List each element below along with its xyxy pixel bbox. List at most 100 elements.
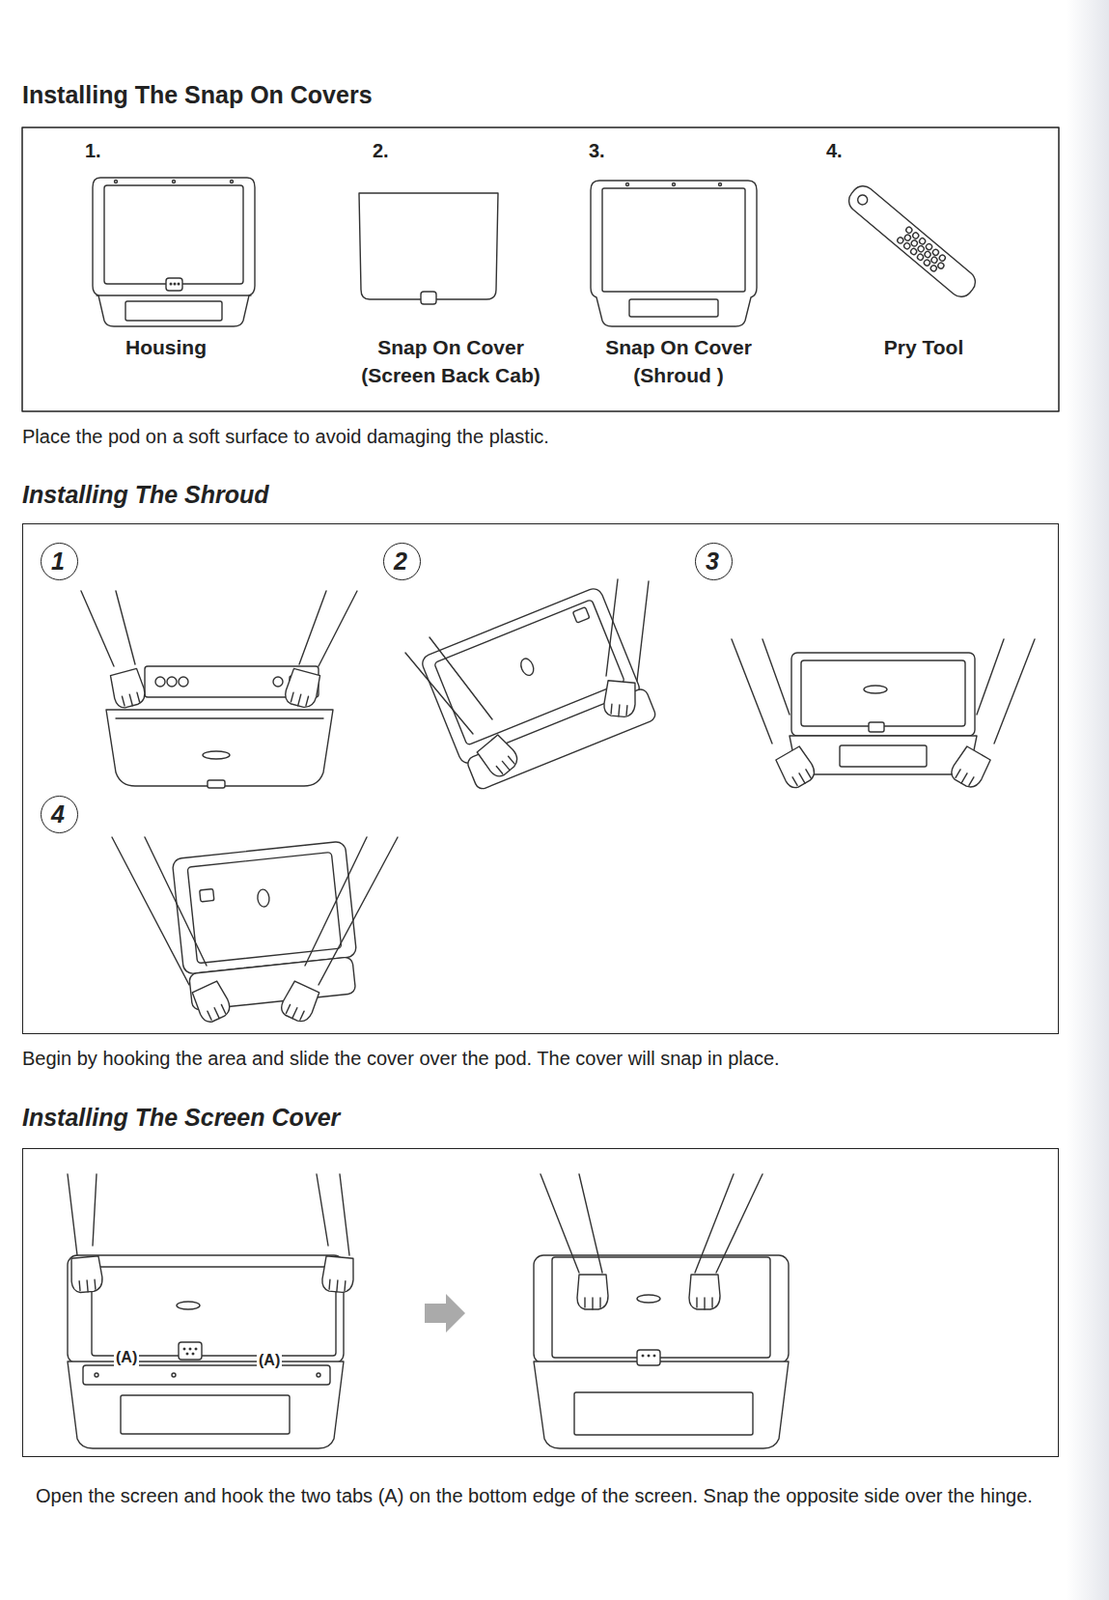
housing-drawing-part [230,180,234,184]
shroud-step-1-part [207,779,225,788]
pry-tool-drawing-part [917,237,926,246]
screen-cover-step-1-part [171,1372,176,1377]
note: Place the pod on a soft surface to avoid… [22,424,550,448]
pry-tool-drawing-part [922,258,931,267]
shroud-step-3-part [839,745,927,767]
housing-drawing-part [169,282,172,285]
callout-label: (A) [256,1350,282,1369]
housing-drawing-part [177,282,180,285]
item-number: 4. [826,138,843,163]
shroud-step-1-part [115,717,324,719]
shroud-step-2-part [419,583,658,793]
shroud-step-3 [731,638,1035,791]
item-number: 2. [372,138,389,163]
screen-cover-step-2-part [689,1274,721,1309]
callout-label: (A) [113,1347,139,1366]
shroud-step-3-part [868,721,885,732]
step-number-text: 3 [705,549,720,574]
shroud-drawing-part [602,188,746,292]
housing-drawing-part [96,294,251,296]
screen-cover-step-2-part [641,1354,644,1357]
shroud-step-4-part-part [187,851,342,963]
pry-tool-drawing-part [924,242,933,250]
section-heading: Installing The Screen Cover [22,1103,340,1132]
shroud-step-4-part [111,836,207,985]
shroud-step-3-part [947,745,993,791]
pry-tool-drawing-part [844,181,981,302]
pry-tool-drawing-part [903,241,912,250]
screen-cover-step-1-part [189,1347,192,1350]
screen-cover-step-1-part [178,1341,202,1359]
instruction-panel: Installing The Shroud1234 [22,523,1059,1034]
pry-tool-drawing-part [912,231,920,240]
shroud-step-4-part-part [171,840,358,974]
shroud-step-4-part [171,840,361,1011]
housing-drawing-part [125,301,222,321]
item-number: 3. [588,138,606,163]
screen-cover-step-1-part [83,1364,331,1385]
screen-cover-step-2-part [694,1173,763,1273]
screen-cover-step-1 [67,1173,356,1448]
screen-cover-step-1-part [69,1255,104,1294]
shroud-step-2-part [475,733,523,780]
screen-cover-step-1-part [91,1266,336,1356]
shroud-step-2-part [606,579,649,681]
screen-back-cab-drawing [359,193,499,305]
shroud-drawing-part [590,180,757,327]
shroud-step-2-part-part [572,607,589,623]
screen-cover-step-2-part [552,1256,771,1358]
pry-tool-drawing-part [929,264,938,273]
shroud-drawing [590,180,757,327]
shroud-step-1 [81,590,358,788]
screen-cover-step-2-part [577,1274,609,1309]
pry-tool-drawing-part [903,233,912,242]
shroud-step-2-part [405,637,493,734]
housing-drawing-part [114,180,118,184]
pry-tool-drawing-part [909,247,917,255]
shroud-step-2-part-part [518,656,536,677]
screen-cover-step-1-part [321,1255,356,1294]
housing-drawing-part [172,180,176,184]
shroud-step-1-part [282,667,322,710]
screen-back-cab-drawing-part [359,193,499,300]
pry-tool-drawing-part [856,193,870,207]
pry-tool-drawing [844,181,981,302]
step-number-text: 4 [51,802,65,827]
pry-tool-drawing-part [916,244,925,252]
section-heading: Installing The Shroud [22,480,270,509]
step-arrow [424,1293,466,1332]
screen-cover-step-1-part [183,1347,186,1350]
panel-frame [22,127,1059,412]
shroud-step-1-part [178,676,189,687]
screen-cover-step-2 [533,1173,789,1448]
part-name: Snap On Cover (Shroud ) [586,332,771,389]
shroud-step-3-part [731,638,790,744]
shroud-drawing-part [672,183,676,187]
housing-drawing-part [92,177,255,327]
housing-drawing-part [173,282,176,285]
screen-cover-step-2-part [647,1354,650,1357]
shroud-step-2-part [603,680,638,719]
part-name: Pry Tool [827,332,1021,361]
step-number: 3 [694,542,733,581]
pry-tool-drawing-part [910,239,918,248]
shroud-step-4-part-part [256,888,271,908]
screen-cover-step-1-part [67,1360,344,1448]
shroud-step-1-part [155,676,166,687]
shroud-step-4-part [190,979,233,1025]
shroud-step-3-part [801,660,966,726]
item-number: 1. [84,138,102,163]
housing-drawing [92,177,255,327]
note: Open the screen and hook the two tabs (A… [35,1481,1040,1510]
pry-tool-drawing-part [915,252,924,261]
shroud-step-3-part [863,685,888,694]
pry-tool-drawing-part [931,248,940,256]
shroud-drawing-part [626,183,630,187]
shroud-step-3-part [789,735,977,775]
screen-cover-step-2-part [637,1294,661,1303]
shroud-step-3-part [791,652,975,736]
step-number: 2 [383,542,421,581]
